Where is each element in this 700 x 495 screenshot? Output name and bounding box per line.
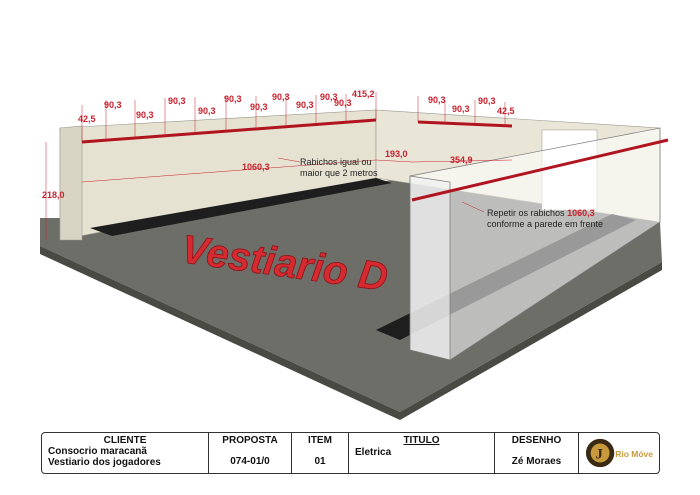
proposta-cell: PROPOSTA 074-01/0 [209,433,292,473]
note-repetir-line2: conforme a parede em frente [487,219,603,229]
desenho-value: Zé Moraes [511,456,562,467]
dim-label: 90,3 [334,98,352,108]
dim-label: 42,5 [78,114,96,124]
dim-label: 218,0 [42,190,65,200]
conduit-back-right [417,120,513,128]
dim-label: 415,2 [352,89,375,99]
titulo-label: TITULO [403,435,440,446]
cliente-line2: Vestiario dos jogadores [48,457,161,468]
logo-text: Rio Móveis [615,449,653,459]
dim-label: 90,3 [428,95,446,105]
cliente-line1: Consocrio maracanã [48,446,147,457]
dim-label: 90,3 [320,92,338,102]
dim-label: 193,0 [385,149,408,159]
note-repetir-line1: Repetir os rabichos 1060,3 [487,208,595,218]
dim-label: 90,3 [272,92,290,102]
titulo-cell: TITULO Eletrica [349,433,495,473]
note-repetir-text: Repetir os rabichos [487,208,565,218]
dim-label: 90,3 [224,94,242,104]
note-repetir-dim: 1060,3 [567,208,595,218]
item-value: 01 [314,456,326,467]
dim-label: 90,3 [452,104,470,114]
proposta-label: PROPOSTA [222,435,278,446]
dim-label: 90,3 [478,96,496,106]
drawing-canvas: 90,3 42,5 90,3 90,3 90,3 90,3 90,3 90,3 … [40,89,669,420]
dim-label: 90,3 [198,106,216,116]
desenho-cell: DESENHO Zé Moraes [495,433,579,473]
floor-strip-back [90,178,392,236]
dim-label: 354,9 [450,155,473,165]
dim-label: 90,3 [136,110,154,120]
note-rabichos-line1: Rabichos igual ou [300,157,372,167]
desenho-label: DESENHO [511,435,562,446]
rio-moveis-logo: J Rio Móveis [585,438,653,468]
proposta-value: 074-01/0 [230,456,270,467]
logo-cell: J Rio Móveis [579,433,659,473]
dim-label: 42,5 [497,106,515,116]
wall-left-end [59,125,83,241]
item-label: ITEM [308,435,332,446]
dim-label: 90,3 [104,100,122,110]
dim-label: 90,3 [296,100,314,110]
dim-label: 90,3 [250,102,268,112]
dim-label: 90,3 [168,96,186,106]
svg-text:J: J [595,447,603,463]
front-partition-face [409,175,451,361]
dimension-leaders [45,92,513,240]
conduit-back-left [81,118,377,144]
cliente-cell: CLIENTE Consocrio maracanã Vestiario dos… [42,433,209,473]
title-block: CLIENTE Consocrio maracanã Vestiario dos… [41,432,660,474]
item-cell: ITEM 01 [292,433,349,473]
titulo-value: Eletrica [355,447,392,458]
note-rabichos-line2: maior que 2 metros [300,168,378,178]
cliente-label: CLIENTE [103,435,147,446]
conduit-front [411,138,669,202]
dim-label: 1060,3 [242,162,270,172]
